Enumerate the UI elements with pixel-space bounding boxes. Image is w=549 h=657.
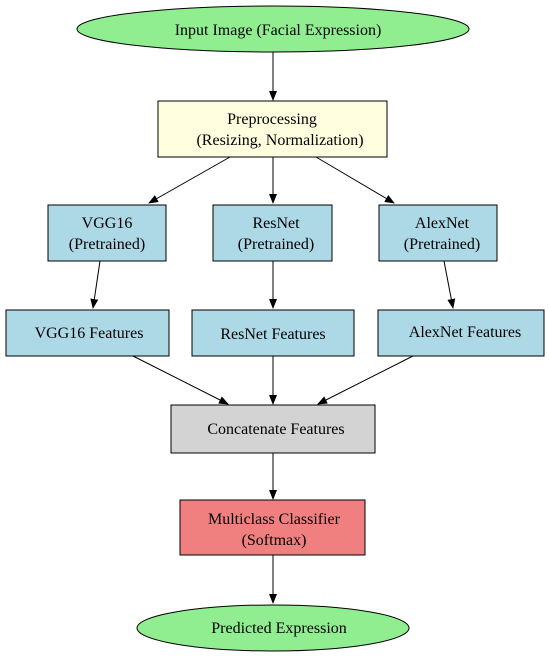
node-preprocessing-label-line2: (Resizing, Normalization): [196, 132, 363, 149]
node-concat-label: Concatenate Features: [207, 421, 344, 438]
node-alexnet-features: AlexNet Features: [377, 309, 545, 357]
node-input-label: Input Image (Facial Expression): [175, 22, 382, 39]
edge-alexnet-features-to-concat: [317, 355, 414, 405]
node-classifier-shape: [179, 499, 366, 556]
node-classifier: Multiclass Classifier (Softmax): [179, 499, 366, 556]
node-vgg16-features: VGG16 Features: [5, 309, 170, 357]
node-resnet-features-label: ResNet Features: [220, 326, 325, 343]
edge-alexnet-to-alexnet-features: [443, 260, 456, 309]
node-vgg16-label-line1: VGG16: [82, 215, 133, 232]
edge-preprocessing-to-alexnet: [315, 156, 395, 204]
node-input: Input Image (Facial Expression): [76, 5, 470, 53]
node-alexnet-label-line1: AlexNet: [415, 215, 470, 232]
edge-vgg16-features-to-concat: [132, 355, 229, 405]
edges: [90, 52, 456, 604]
node-preprocessing-label-line1: Preprocessing: [227, 111, 317, 128]
node-resnet: ResNet (Pretrained): [212, 204, 333, 262]
node-resnet-shape: [212, 204, 333, 262]
node-alexnet-shape: [378, 204, 498, 262]
node-resnet-label-line2: (Pretrained): [238, 236, 314, 253]
node-alexnet-label-line2: (Pretrained): [404, 236, 480, 253]
node-output: Predicted Expression: [136, 604, 410, 652]
node-preprocessing-shape: [157, 100, 388, 158]
node-alexnet: AlexNet (Pretrained): [378, 204, 498, 262]
node-classifier-label-line1: Multiclass Classifier: [208, 511, 341, 528]
edge-preprocessing-to-vgg16: [148, 156, 231, 204]
node-vgg16-label-line2: (Pretrained): [69, 236, 145, 253]
node-vgg16: VGG16 (Pretrained): [47, 204, 167, 262]
node-concat-shape: [170, 404, 376, 454]
node-output-label: Predicted Expression: [211, 620, 347, 637]
node-vgg16-features-shape: [5, 309, 170, 357]
node-preprocessing: Preprocessing (Resizing, Normalization): [157, 100, 388, 158]
node-alexnet-features-shape: [377, 309, 545, 357]
node-resnet-features: ResNet Features: [191, 309, 355, 357]
node-resnet-label-line1: ResNet: [252, 215, 300, 232]
node-alexnet-features-label: AlexNet Features: [409, 324, 521, 341]
node-input-shape: [76, 5, 470, 53]
node-resnet-features-shape: [191, 309, 355, 357]
node-vgg16-features-label: VGG16 Features: [35, 325, 144, 342]
node-classifier-label-line2: (Softmax): [242, 532, 307, 549]
node-output-shape: [136, 604, 410, 652]
edge-vgg16-to-vgg16-features: [90, 260, 101, 309]
node-concat: Concatenate Features: [170, 404, 376, 454]
node-vgg16-shape: [47, 204, 167, 262]
